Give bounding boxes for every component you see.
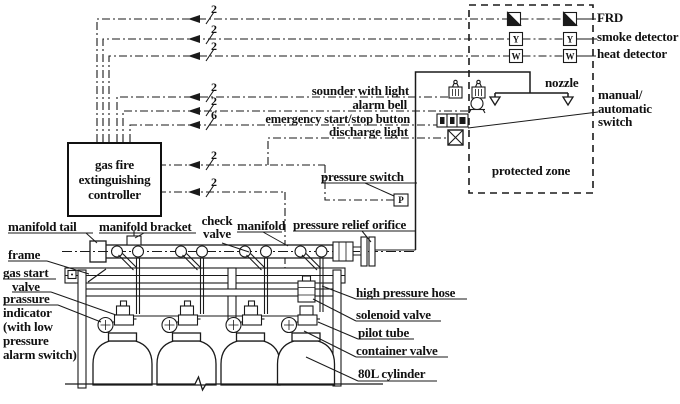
- svg-text:2: 2: [211, 148, 217, 162]
- controller-box: gas fire extinguishing controller: [67, 142, 162, 217]
- smoke-detector-symbols: [508, 31, 578, 47]
- svg-text:6: 6: [211, 108, 217, 122]
- wire-arrows: [188, 15, 200, 196]
- check-valves-and-risers: [110, 245, 328, 314]
- manifold-label: manifold: [237, 218, 286, 233]
- solenoid-valve-label: solenoid valve: [356, 307, 431, 322]
- pressure-relief-orifice-symbol: [332, 236, 416, 267]
- cylinder-4: [276, 340, 336, 386]
- symbol-letters: Y Y W W P: [398, 35, 574, 206]
- cylinders: [92, 332, 336, 386]
- cylinder-1: [92, 340, 153, 386]
- emergency-button-symbol: [436, 113, 469, 128]
- frame-label: frame: [8, 247, 41, 262]
- svg-text:2: 2: [211, 22, 217, 36]
- manifold-tail-label: manifold tail: [8, 219, 77, 234]
- container-valve-label: container valve: [356, 343, 438, 358]
- leader-lines: [3, 111, 599, 382]
- wire-count-numbers: 2 2 2 2 2 6 2 2: [211, 2, 217, 189]
- svg-text:2: 2: [211, 39, 217, 53]
- controller-label-line1: gas fire: [95, 157, 134, 172]
- discharge-light-symbol: [447, 129, 464, 146]
- base-line: [65, 375, 383, 392]
- svg-text:2: 2: [211, 80, 217, 94]
- nozzle-symbols: [488, 96, 575, 107]
- discharge-pipe: [414, 71, 569, 250]
- svg-text:2: 2: [211, 94, 217, 108]
- alarm-bell-symbol: [468, 96, 486, 114]
- controller-label-line2: extinguishing: [78, 172, 151, 187]
- heat-detector-symbols: [508, 48, 578, 64]
- protected-zone-label: protected zone: [491, 163, 571, 178]
- valve-assemblies: [97, 275, 320, 334]
- solenoid-valve-symbol: [297, 275, 316, 303]
- high-pressure-hose-label: high pressure hose: [356, 285, 456, 300]
- controller-wiring: [96, 18, 564, 279]
- check-valve-label: check valve: [201, 213, 233, 241]
- frd-label: FRD: [597, 10, 624, 25]
- svg-text:2: 2: [211, 2, 217, 16]
- sounder-with-light-symbols: [448, 79, 486, 99]
- svg-text:W: W: [512, 52, 521, 62]
- frame: [64, 267, 346, 389]
- cylinder-3: [220, 340, 281, 386]
- container-valve-symbol: [299, 305, 314, 316]
- svg-text:P: P: [398, 195, 404, 205]
- pressure-switch-label: pressure switch: [321, 169, 404, 184]
- pressure-switch-symbol: [393, 193, 409, 207]
- discharge-light-label: discharge light: [329, 124, 408, 139]
- sounder-label: sounder with light: [311, 83, 409, 98]
- detector-label-leads: [576, 18, 597, 57]
- heat-detector-label: heat detector: [597, 46, 667, 61]
- svg-text:Y: Y: [567, 35, 574, 45]
- protected-zone-border: [468, 4, 594, 194]
- svg-text:2: 2: [211, 175, 217, 189]
- pressure-indicator-label: prassure indicator (with low pressure al…: [3, 291, 77, 362]
- manual-automatic-switch-label: manual/ automatic switch: [598, 87, 652, 129]
- cylinder-2: [156, 340, 217, 386]
- wire-count-slashes: [205, 11, 215, 198]
- emergency-button-label: emergency start/stop button: [265, 112, 410, 126]
- nozzle-label: nozzle: [545, 75, 579, 90]
- cylinder-80l-label: 80L cylinder: [358, 366, 426, 381]
- svg-text:W: W: [566, 52, 575, 62]
- pressure-relief-orifice-label: pressure relief orifice: [293, 217, 407, 232]
- gas-start-valve-label: gas start valve: [3, 265, 49, 294]
- frd-symbols: [506, 11, 578, 27]
- controller-label-line3: controller: [88, 187, 141, 202]
- manifold-bracket-label: manifold bracket: [99, 219, 192, 234]
- pilot-tube-label: pilot tube: [358, 325, 410, 340]
- alarm-bell-label: alarm bell: [352, 97, 407, 112]
- smoke-detector-label: smoke detector: [597, 29, 679, 44]
- svg-text:Y: Y: [513, 35, 520, 45]
